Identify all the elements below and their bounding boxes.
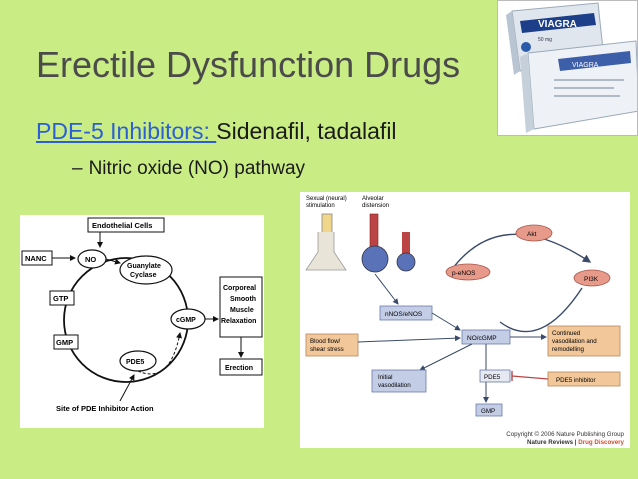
box-brand-text: VIAGRA bbox=[538, 19, 577, 30]
bullet-no-pathway: –Nitric oxide (NO) pathway bbox=[72, 158, 305, 180]
initial-label-1: Initial bbox=[378, 374, 392, 381]
sexual-label-2: stimulation bbox=[306, 203, 335, 209]
bullet-pde5: PDE-5 Inhibitors: Sidenafil, tadalafil bbox=[36, 118, 397, 145]
gtp-label: GTP bbox=[53, 294, 68, 303]
guanylate-label-1: Guanylate bbox=[127, 263, 161, 270]
slide-title: Erectile Dysfunction Drugs bbox=[36, 44, 461, 85]
pde5-label: PDE5 bbox=[126, 359, 144, 366]
continued-label-2: vasodilation and bbox=[552, 338, 597, 345]
sub-bullet-dash: – bbox=[72, 158, 83, 179]
journal-credit-section: Drug Discovery bbox=[578, 439, 624, 446]
pde5-inhibitor-label: PDE5 inhibitor bbox=[556, 377, 596, 384]
alveolar-label-2: distension bbox=[362, 203, 389, 209]
journal-credit: Nature Reviews | Drug Discovery bbox=[527, 439, 624, 446]
viagra-box-photo: VIAGRA 50 mg VIAGRA bbox=[497, 0, 638, 136]
continued-label-1: Continued bbox=[552, 330, 581, 337]
pi3k-label: PI3K bbox=[584, 276, 599, 283]
left-pathway-diagram: Endothelial Cells NANC NO Guanylate Cycl… bbox=[20, 215, 264, 428]
initial-label-2: vasodilation bbox=[378, 382, 411, 389]
guanylate-label-2: Cyclase bbox=[130, 272, 157, 279]
erection-label: Erection bbox=[225, 365, 253, 372]
gmp-label: GMP bbox=[56, 338, 73, 347]
no-cgmp-label: NO/cGMP bbox=[467, 335, 497, 342]
corporeal-label-1: Corporeal bbox=[223, 285, 256, 292]
nanc-label: NANC bbox=[25, 254, 47, 263]
inhibitor-site-caption: Site of PDE Inhibitor Action bbox=[56, 404, 154, 413]
box2-label-text: VIAGRA bbox=[572, 62, 599, 69]
bullet-no-pathway-text: Nitric oxide (NO) pathway bbox=[88, 158, 306, 179]
corporeal-label-4: Relaxation bbox=[221, 318, 256, 325]
right-pathway-diagram: Sexual (neural) stimulation Alveolar dis… bbox=[300, 192, 630, 448]
continued-label-3: remodelling bbox=[552, 346, 585, 353]
blood-flow-label-2: shear stress bbox=[310, 346, 344, 353]
endothelial-cells-label: Endothelial Cells bbox=[92, 221, 152, 230]
bullet-pde5-text: Sidenafil, tadalafil bbox=[216, 118, 397, 144]
pde5-inhibitors-link[interactable]: PDE-5 Inhibitors: bbox=[36, 118, 217, 144]
gmp-right-label: GMP bbox=[481, 408, 495, 415]
copyright-credit: Copyright © 2006 Nature Publishing Group bbox=[506, 431, 624, 438]
box-dose-text: 50 mg bbox=[538, 37, 552, 43]
alveolar-label-1: Alveolar bbox=[362, 196, 384, 202]
blood-flow-label-1: Blood flow/ bbox=[310, 338, 341, 345]
no-label: NO bbox=[85, 255, 96, 264]
pde5-right-label: PDE5 bbox=[484, 374, 501, 381]
journal-credit-name: Nature Reviews | bbox=[526, 439, 579, 446]
akt-label: Akt bbox=[527, 231, 537, 238]
sexual-label-1: Sexual (neural) bbox=[306, 196, 347, 202]
penos-label: p-eNOS bbox=[452, 270, 476, 277]
corporeal-label-2: Smooth bbox=[230, 296, 256, 303]
cgmp-label: cGMP bbox=[176, 317, 196, 324]
corporeal-label-3: Muscle bbox=[230, 307, 254, 314]
nnos-enos-label: nNOS/eNOS bbox=[385, 311, 423, 318]
